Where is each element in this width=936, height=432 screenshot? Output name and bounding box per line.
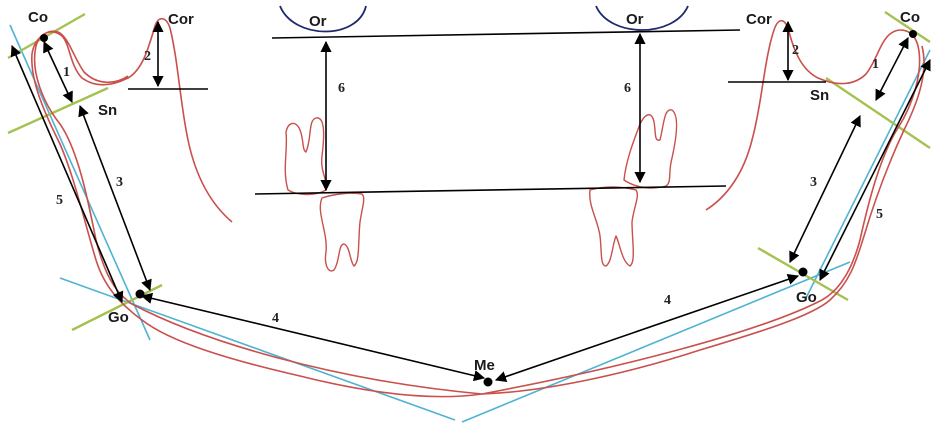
- gonial-bisector-left: [71, 283, 163, 332]
- condyle-tangent-right: [884, 11, 931, 43]
- orbit-arc-left: [279, 5, 367, 33]
- measurement-arrows: [10, 20, 931, 383]
- mandible-outline-left: [31, 17, 483, 398]
- mandibular-plane-right: [461, 261, 851, 423]
- arrow-5-right: [819, 58, 931, 282]
- mandible-outline-right: [481, 19, 925, 395]
- landmark-dot-icon: [483, 377, 493, 387]
- label-co-left: Co: [28, 9, 48, 26]
- arrow-5-left: [10, 44, 124, 304]
- label-m3-left: 3: [116, 175, 123, 190]
- reference-lines: [128, 29, 826, 195]
- label-m4-left: 4: [272, 311, 279, 326]
- label-m2-right: 2: [792, 43, 799, 58]
- label-m5-right: 5: [876, 207, 883, 222]
- label-m4-right: 4: [664, 293, 671, 308]
- label-m6-left: 6: [338, 81, 345, 96]
- tooth-icon: [623, 109, 678, 189]
- arrow-4-left: [140, 292, 486, 382]
- tooth-icon: [319, 192, 365, 272]
- landmark-points: [40, 30, 917, 387]
- label-m1-right: 1: [872, 57, 879, 72]
- label-go-left: Go: [108, 309, 129, 326]
- landmark-labels: Co Cor Sn Go Or Or Me Cor Co Sn Go: [28, 9, 920, 374]
- label-co-right: Co: [900, 9, 920, 26]
- label-m2-left: 2: [144, 49, 151, 64]
- sigmoid-notch-line-right: [825, 77, 931, 149]
- label-m1-left: 1: [63, 65, 70, 80]
- label-sn-left: Sn: [98, 102, 117, 119]
- occlusal-plane-line: [254, 185, 727, 195]
- label-cor-right: Cor: [746, 11, 772, 28]
- orbital-plane-line: [271, 29, 741, 39]
- label-or-right: Or: [626, 11, 644, 28]
- tooth-icon: [284, 117, 328, 196]
- label-me: Me: [474, 357, 495, 374]
- label-or-left: Or: [309, 13, 327, 30]
- tooth-icon: [589, 186, 639, 267]
- arrow-4-right: [494, 273, 800, 383]
- ramus-tangent-left: [9, 24, 151, 341]
- tangent-lines: [9, 24, 931, 423]
- mandible-outline: [31, 17, 925, 398]
- landmark-dot-icon: [135, 289, 145, 299]
- landmark-dot-icon: [40, 34, 48, 42]
- arrow-3-right: [789, 114, 861, 264]
- landmark-dot-icon: [909, 30, 917, 38]
- orbit-arc-right: [595, 5, 689, 31]
- label-m5-left: 5: [56, 193, 63, 208]
- sigmoid-notch-line-left: [7, 86, 109, 135]
- label-m3-right: 3: [810, 175, 817, 190]
- measurement-labels: 1 2 3 5 4 6 6 4 2 1 3 5: [56, 43, 883, 326]
- label-go-right: Go: [796, 289, 817, 306]
- label-cor-left: Cor: [168, 11, 194, 28]
- label-sn-right: Sn: [810, 87, 829, 104]
- orbit-arcs: [279, 5, 689, 33]
- landmark-dot-icon: [798, 267, 808, 277]
- label-m6-right: 6: [624, 81, 631, 96]
